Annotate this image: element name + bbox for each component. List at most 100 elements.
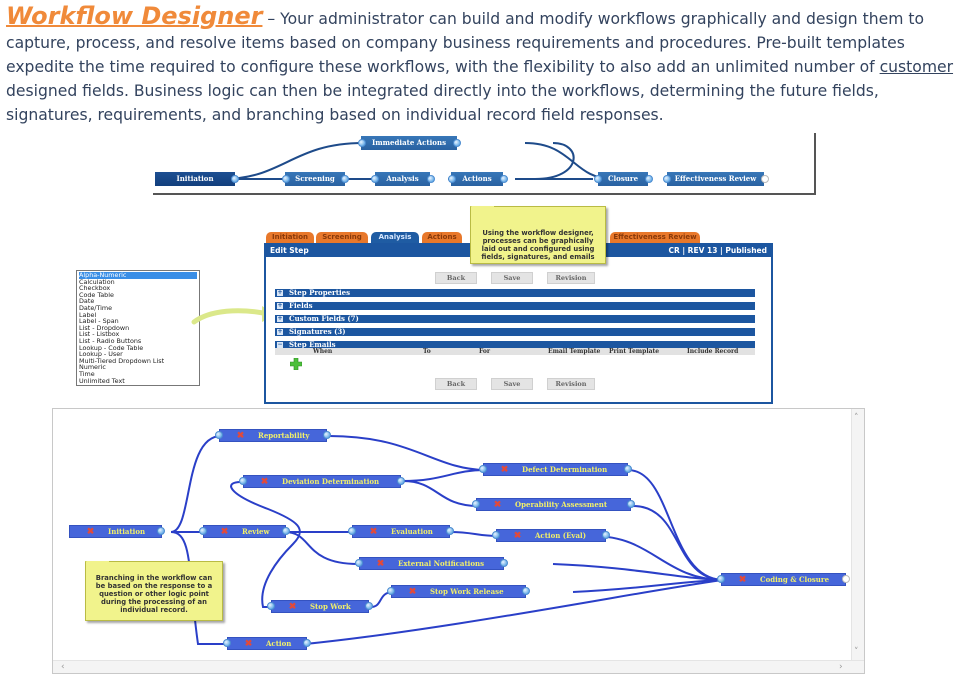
field-type-option[interactable]: Unlimited Text — [79, 376, 125, 385]
field-type-option[interactable]: List - Listbox — [79, 330, 120, 339]
field-type-option[interactable]: Label - Span — [79, 317, 119, 326]
connector-dot[interactable] — [371, 175, 379, 183]
connector-dot[interactable] — [446, 527, 454, 535]
field-type-option[interactable]: Alpha-Numeric — [79, 272, 197, 279]
back-button[interactable]: Back — [435, 272, 477, 284]
scroll-right-icon[interactable]: › — [839, 662, 843, 672]
workflow-node-operability-assessment[interactable]: ✖Operability Assessment — [476, 498, 631, 511]
section-step-properties[interactable]: +Step Properties — [275, 289, 755, 297]
connector-dot[interactable] — [500, 175, 508, 183]
connector-dot[interactable] — [223, 639, 231, 647]
simple-node-initiation[interactable]: Initiation — [155, 172, 235, 186]
connector-dot[interactable] — [761, 175, 769, 183]
workflow-node-action[interactable]: ✖Action — [227, 637, 307, 650]
delete-x-icon[interactable]: ✖ — [86, 527, 95, 537]
tab-initiation[interactable]: Initiation — [266, 232, 314, 243]
connector-dot[interactable] — [365, 602, 373, 610]
delete-x-icon[interactable]: ✖ — [408, 587, 417, 597]
connector-dot[interactable] — [199, 527, 207, 535]
connector-dot[interactable] — [453, 139, 461, 147]
tab-analysis[interactable]: Analysis — [371, 232, 419, 243]
simple-node-closure[interactable]: Closure — [598, 172, 648, 186]
connector-dot[interactable] — [594, 175, 602, 183]
connector-dot[interactable] — [239, 477, 247, 485]
section-custom-fields[interactable]: +Custom Fields (7) — [275, 315, 755, 323]
connector-dot[interactable] — [624, 465, 632, 473]
field-type-option[interactable]: Time — [79, 369, 95, 378]
delete-x-icon[interactable]: ✖ — [220, 527, 229, 537]
workflow-node-deviation-determination[interactable]: ✖Deviation Determination — [243, 475, 401, 488]
connector-dot[interactable] — [842, 575, 850, 583]
workflow-node-initiation[interactable]: ✖Initiation — [69, 525, 162, 538]
workflow-node-review[interactable]: ✖Review — [203, 525, 286, 538]
tab-actions[interactable]: Actions — [422, 232, 462, 243]
tab-screening[interactable]: Screening — [316, 232, 368, 243]
workflow-node-evaluation[interactable]: ✖Evaluation — [352, 525, 450, 538]
field-type-option[interactable]: Date/Time — [79, 303, 113, 312]
workflow-node-coding-closure[interactable]: ✖Coding & Closure — [721, 573, 846, 586]
field-type-option[interactable]: Label — [79, 310, 97, 319]
connector-dot[interactable] — [157, 527, 165, 535]
simple-node-effectiveness-review[interactable]: Effectiveness Review — [667, 172, 764, 186]
delete-x-icon[interactable]: ✖ — [244, 639, 253, 649]
connector-dot[interactable] — [492, 531, 500, 539]
delete-x-icon[interactable]: ✖ — [369, 527, 378, 537]
connector-dot[interactable] — [448, 175, 456, 183]
delete-x-icon[interactable]: ✖ — [738, 575, 747, 585]
workflow-node-reportability[interactable]: ✖Reportability — [219, 429, 327, 442]
expand-icon[interactable]: + — [277, 302, 283, 309]
connector-dot[interactable] — [282, 175, 290, 183]
connector-dot[interactable] — [387, 587, 395, 595]
connector-dot[interactable] — [397, 477, 405, 485]
simple-node-screening[interactable]: Screening — [285, 172, 345, 186]
connector-dot[interactable] — [303, 639, 311, 647]
simple-node-analysis[interactable]: Analysis — [375, 172, 430, 186]
field-type-option[interactable]: List - Dropdown — [79, 323, 130, 332]
connector-dot[interactable] — [500, 559, 508, 567]
save-button[interactable]: Save — [491, 378, 533, 390]
delete-x-icon[interactable]: ✖ — [260, 477, 269, 487]
delete-x-icon[interactable]: ✖ — [288, 602, 297, 612]
workflow-node-stop-work[interactable]: ✖Stop Work — [271, 600, 369, 613]
expand-icon[interactable]: + — [277, 328, 283, 335]
section-fields[interactable]: +Fields — [275, 302, 755, 310]
delete-x-icon[interactable]: ✖ — [493, 500, 502, 510]
back-button[interactable]: Back — [435, 378, 477, 390]
connector-dot[interactable] — [472, 500, 480, 508]
connector-dot[interactable] — [602, 531, 610, 539]
revision-button[interactable]: Revision — [547, 378, 595, 390]
connector-dot[interactable] — [348, 527, 356, 535]
expand-icon[interactable]: + — [277, 315, 283, 322]
workflow-node-defect-determination[interactable]: ✖Defect Determination — [483, 463, 628, 476]
scroll-down-icon[interactable]: ˅ — [854, 647, 859, 657]
connector-dot[interactable] — [427, 175, 435, 183]
connector-dot[interactable] — [522, 587, 530, 595]
vertical-scrollbar[interactable]: ˄ ˅ — [851, 409, 864, 661]
delete-x-icon[interactable]: ✖ — [500, 465, 509, 475]
section-step-emails[interactable]: −Step Emails — [275, 341, 755, 349]
simple-node-immediate-actions[interactable]: Immediate Actions — [361, 136, 457, 150]
connector-dot[interactable] — [341, 175, 349, 183]
collapse-icon[interactable]: − — [277, 341, 283, 348]
delete-x-icon[interactable]: ✖ — [513, 531, 522, 541]
connector-dot[interactable] — [282, 527, 290, 535]
simple-node-actions[interactable]: Actions — [451, 172, 503, 186]
horizontal-scrollbar[interactable]: ‹ › — [53, 660, 864, 673]
connector-dot[interactable] — [627, 500, 635, 508]
expand-icon[interactable]: + — [277, 289, 283, 296]
field-type-option[interactable]: Calculation — [79, 277, 115, 286]
workflow-node-action-eval[interactable]: ✖Action (Eval) — [496, 529, 606, 542]
connector-dot[interactable] — [479, 465, 487, 473]
add-email-icon[interactable] — [290, 358, 302, 370]
field-type-option[interactable]: Checkbox — [79, 284, 111, 293]
connector-dot[interactable] — [231, 175, 239, 183]
connector-dot[interactable] — [645, 175, 653, 183]
customer-link[interactable]: customer — [879, 58, 954, 76]
workflow-node-stop-work-release[interactable]: ✖Stop Work Release — [391, 585, 526, 598]
delete-x-icon[interactable]: ✖ — [376, 559, 385, 569]
field-type-option[interactable]: Lookup - Code Table — [79, 343, 144, 352]
connector-dot[interactable] — [663, 175, 671, 183]
scroll-up-icon[interactable]: ˄ — [854, 413, 859, 423]
section-signatures[interactable]: +Signatures (3) — [275, 328, 755, 336]
connector-dot[interactable] — [355, 559, 363, 567]
